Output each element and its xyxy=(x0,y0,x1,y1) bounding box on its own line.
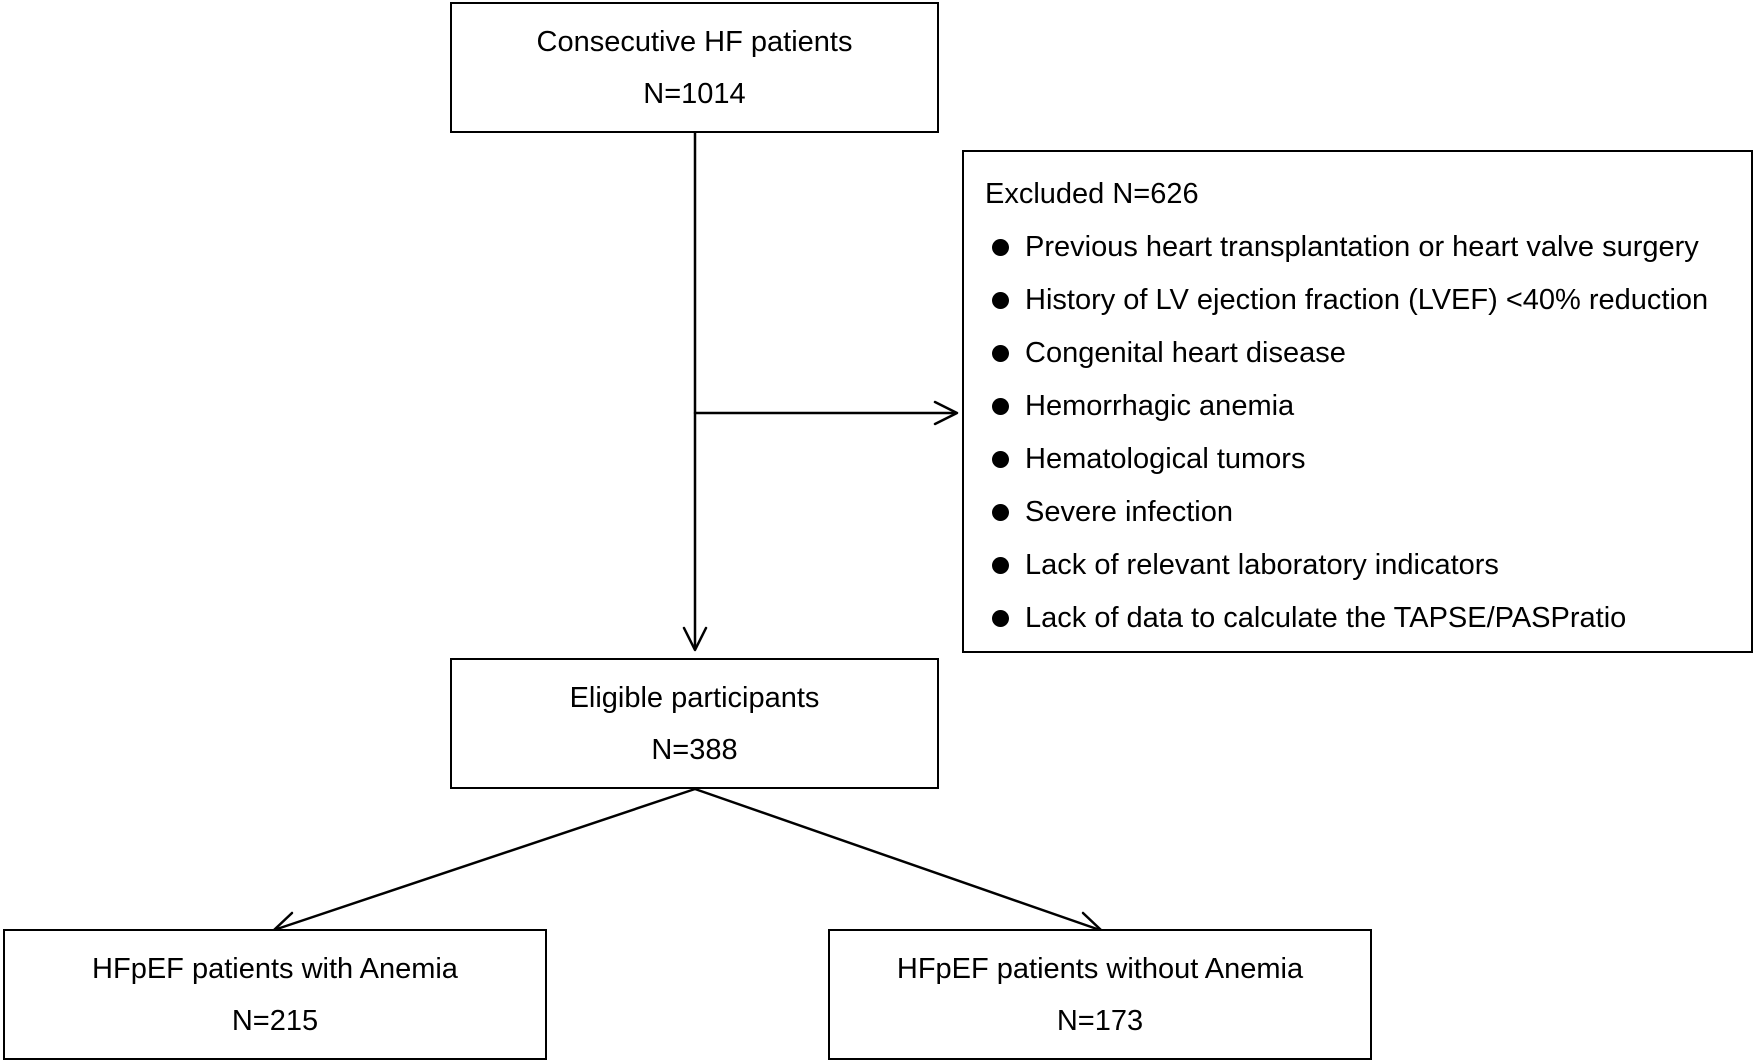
exclusion-item-label: Hemorrhagic anemia xyxy=(1025,389,1295,422)
exclusion-item: Previous heart transplantation or heart … xyxy=(985,231,1751,263)
no-anemia-group-title: HFpEF patients without Anemia xyxy=(896,952,1304,985)
anemia-group-box: HFpEF patients with Anemia N=215 xyxy=(3,929,547,1060)
bullet-icon xyxy=(992,291,1009,309)
exclusion-item: Lack of relevant laboratory indicators xyxy=(985,549,1751,581)
arrow-eligible-to-anemia xyxy=(275,787,697,931)
consecutive-patients-count: N=1014 xyxy=(643,77,746,110)
exclusion-item-label: Previous heart transplantation or heart … xyxy=(1025,230,1699,263)
exclusion-item-label: History of LV ejection fraction (LVEF) <… xyxy=(1025,283,1709,316)
eligible-participants-title: Eligible participants xyxy=(569,681,820,714)
exclusion-item: Hemorrhagic anemia xyxy=(985,390,1751,422)
bullet-icon xyxy=(992,450,1009,468)
bullet-icon xyxy=(992,238,1009,256)
eligible-participants-box: Eligible participants N=388 xyxy=(450,658,939,789)
exclusion-item: History of LV ejection fraction (LVEF) <… xyxy=(985,284,1751,316)
eligible-participants-count: N=388 xyxy=(651,733,738,766)
exclusion-item: Lack of data to calculate the TAPSE/PASP… xyxy=(985,602,1751,634)
no-anemia-group-box: HFpEF patients without Anemia N=173 xyxy=(828,929,1372,1060)
no-anemia-group-count: N=173 xyxy=(1056,1004,1144,1037)
consecutive-patients-box: Consecutive HF patients N=1014 xyxy=(450,2,939,133)
bullet-icon xyxy=(992,503,1009,521)
bullet-icon xyxy=(992,556,1009,574)
exclusion-item-label: Congenital heart disease xyxy=(1025,336,1346,369)
arrow-eligible-to-no-anemia xyxy=(693,787,1099,931)
arrowhead-excluded xyxy=(933,400,959,426)
bullet-icon xyxy=(992,397,1009,415)
excluded-title: Excluded N=626 xyxy=(985,178,1199,210)
exclusion-item: Hematological tumors xyxy=(985,443,1751,475)
bullet-icon xyxy=(992,344,1009,362)
exclusion-item: Severe infection xyxy=(985,496,1751,528)
exclusion-item-label: Lack of data to calculate the TAPSE/PASP… xyxy=(1025,601,1627,634)
arrowhead-eligible xyxy=(682,626,708,652)
bullet-icon xyxy=(992,609,1009,627)
consecutive-patients-title: Consecutive HF patients xyxy=(536,25,853,58)
excluded-box: Excluded N=626 Previous heart transplant… xyxy=(962,150,1753,653)
exclusion-item: Congenital heart disease xyxy=(985,337,1751,369)
exclusion-item-label: Lack of relevant laboratory indicators xyxy=(1025,548,1499,581)
exclusion-item-label: Hematological tumors xyxy=(1025,442,1306,475)
exclusion-list: Previous heart transplantation or heart … xyxy=(985,231,1751,634)
anemia-group-count: N=215 xyxy=(231,1004,319,1037)
exclusion-item-label: Severe infection xyxy=(1025,495,1233,528)
anemia-group-title: HFpEF patients with Anemia xyxy=(92,952,458,985)
